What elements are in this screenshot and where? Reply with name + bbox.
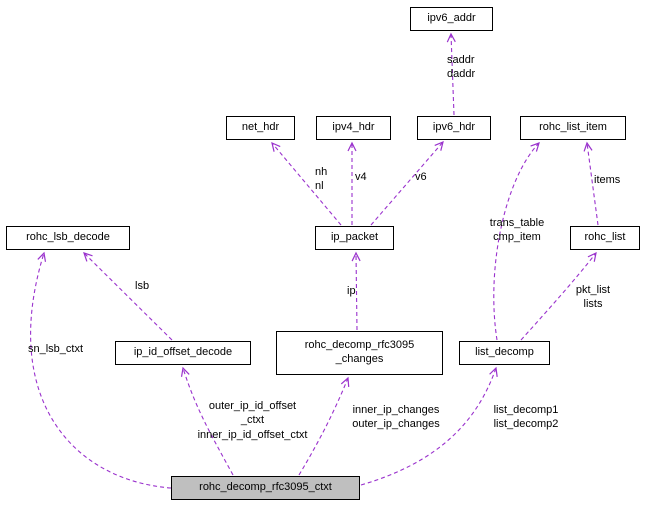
edge-label-list_decomp-to-rohc_list: pkt_list lists [575, 284, 611, 311]
node-rohc_decomp_rfc3095_changes[interactable]: rohc_decomp_rfc3095 _changes [276, 331, 443, 375]
node-net_hdr[interactable]: net_hdr [226, 116, 295, 140]
node-rohc_decomp_rfc3095_ctxt[interactable]: rohc_decomp_rfc3095_ctxt [171, 476, 360, 500]
edge-label-ipv6_hdr-to-ipv6_addr: saddr daddr [447, 54, 476, 81]
edge-ip_packet-to-net_hdr [271, 141, 342, 226]
edge-rohc_decomp_rfc3095_ctxt-to-rohc_lsb_decode [30, 251, 172, 489]
edge-ip_packet-to-ipv6_hdr [370, 140, 444, 226]
node-rohc_list[interactable]: rohc_list [570, 226, 640, 250]
edge-label-ip_packet-to-net_hdr: nh nl [315, 166, 328, 193]
edge-label-ip_packet-to-ipv4_hdr: v4 [355, 171, 367, 183]
node-ipv6_addr[interactable]: ipv6_addr [410, 7, 493, 31]
edge-label-rohc_decomp_rfc3095_changes-to-ip_packet: ip [347, 285, 356, 297]
edge-list_decomp-to-rohc_list [520, 251, 597, 341]
edge-label-rohc_decomp_rfc3095_ctxt-to-rohc_lsb_decode: sn_lsb_ctxt [28, 343, 84, 355]
edge-rohc_decomp_rfc3095_ctxt-to-ip_id_offset_decode [180, 366, 234, 476]
edge-label-rohc_list-to-rohc_list_item: items [594, 174, 621, 186]
edge-label-rohc_decomp_rfc3095_ctxt-to-rohc_decomp_rfc3095_changes: inner_ip_changes outer_ip_changes [352, 404, 440, 431]
edge-ip_id_offset_decode-to-rohc_lsb_decode [83, 252, 173, 341]
node-ipv6_hdr[interactable]: ipv6_hdr [417, 116, 491, 140]
edge-label-rohc_decomp_rfc3095_ctxt-to-ip_id_offset_decode: outer_ip_id_offset _ctxt inner_ip_id_off… [197, 400, 308, 441]
edge-label-ip_packet-to-ipv6_hdr: v6 [415, 171, 427, 183]
node-list_decomp[interactable]: list_decomp [459, 341, 550, 365]
edge-rohc_decomp_rfc3095_ctxt-to-rohc_decomp_rfc3095_changes [298, 376, 350, 476]
node-rohc_list_item[interactable]: rohc_list_item [520, 116, 626, 140]
edge-label-ip_id_offset_decode-to-rohc_lsb_decode: lsb [135, 280, 150, 292]
edge-rohc_decomp_rfc3095_changes-to-ip_packet [351, 251, 361, 331]
node-ip_id_offset_decode[interactable]: ip_id_offset_decode [115, 341, 251, 365]
edges-group [30, 32, 599, 489]
edge-label-list_decomp-to-rohc_list_item: trans_table cmp_item [489, 217, 545, 244]
node-ip_packet[interactable]: ip_packet [315, 226, 394, 250]
node-rohc_lsb_decode[interactable]: rohc_lsb_decode [6, 226, 130, 250]
edge-label-rohc_decomp_rfc3095_ctxt-to-list_decomp: list_decomp1 list_decomp2 [493, 404, 559, 431]
node-ipv4_hdr[interactable]: ipv4_hdr [316, 116, 391, 140]
